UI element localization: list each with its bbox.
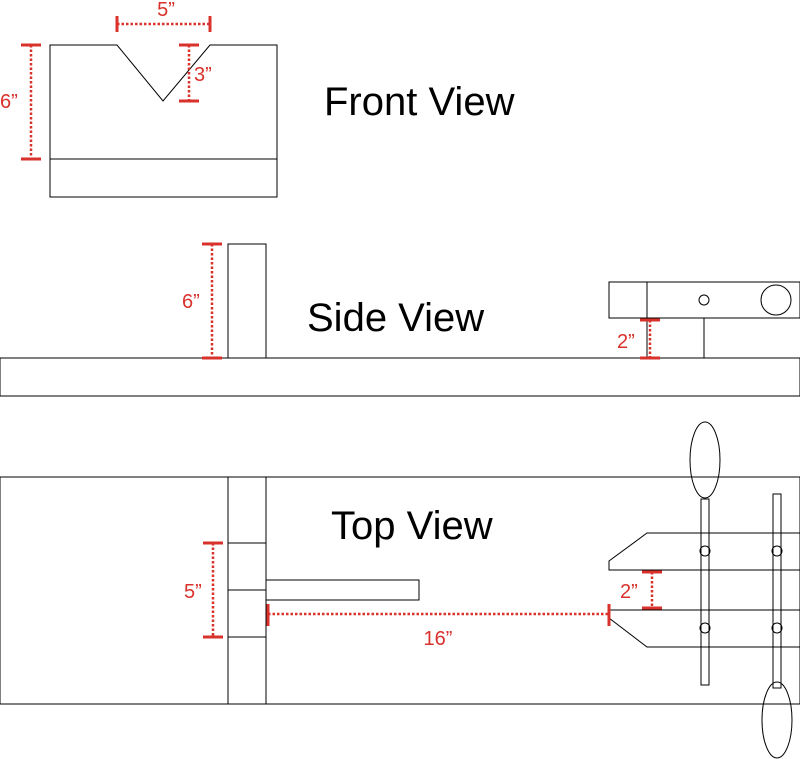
- side-height-dimension: 6”: [182, 242, 222, 360]
- front-width-dimension: 5”: [115, 0, 212, 32]
- front-notch-label: 3”: [194, 64, 212, 86]
- top-view-fence: [227, 477, 267, 704]
- clamp-jaw-lower: [608, 609, 800, 648]
- side-view-base-board: [0, 357, 800, 397]
- clamp-handle-lower: [761, 681, 793, 759]
- front-notch-dimension: 3”: [179, 43, 212, 103]
- front-width-label: 5”: [157, 0, 175, 21]
- side-view-title: Side View: [307, 296, 484, 340]
- top-width-dimension: 5”: [184, 541, 223, 639]
- top-gap-label: 2”: [620, 581, 638, 603]
- clamp-jaw-upper: [608, 532, 800, 571]
- side-view: 6” 2” Side View: [0, 242, 800, 397]
- side-gap-dimension: 2”: [617, 318, 660, 360]
- side-view-clamp: [608, 281, 800, 358]
- clamp-screw-left: [700, 498, 710, 686]
- top-view-stop-bar: [265, 579, 420, 601]
- clamp-bolt-hole: [698, 294, 710, 306]
- top-view: 5” 2” 16” Top View: [0, 421, 800, 759]
- clamp-screw-hole: [760, 284, 792, 316]
- side-view-upright-block: [227, 243, 267, 359]
- top-gap-dimension: 2”: [620, 570, 662, 610]
- front-height-dimension: 6”: [0, 43, 41, 161]
- top-length-label: 16”: [424, 628, 453, 650]
- top-view-title: Top View: [331, 504, 493, 548]
- top-width-label: 5”: [184, 581, 202, 603]
- front-view: 5” 6” 3” Front View: [0, 0, 515, 198]
- front-view-title: Front View: [324, 80, 515, 124]
- top-view-base-board: [0, 476, 800, 705]
- front-height-label: 6”: [0, 91, 18, 113]
- top-length-dimension: 16”: [266, 604, 611, 650]
- clamp-screw-right: [772, 493, 782, 689]
- front-view-block: [49, 44, 278, 198]
- top-view-clamp: [608, 421, 800, 759]
- clamp-handle-upper: [689, 421, 721, 499]
- side-height-label: 6”: [182, 291, 200, 313]
- side-gap-label: 2”: [617, 331, 635, 353]
